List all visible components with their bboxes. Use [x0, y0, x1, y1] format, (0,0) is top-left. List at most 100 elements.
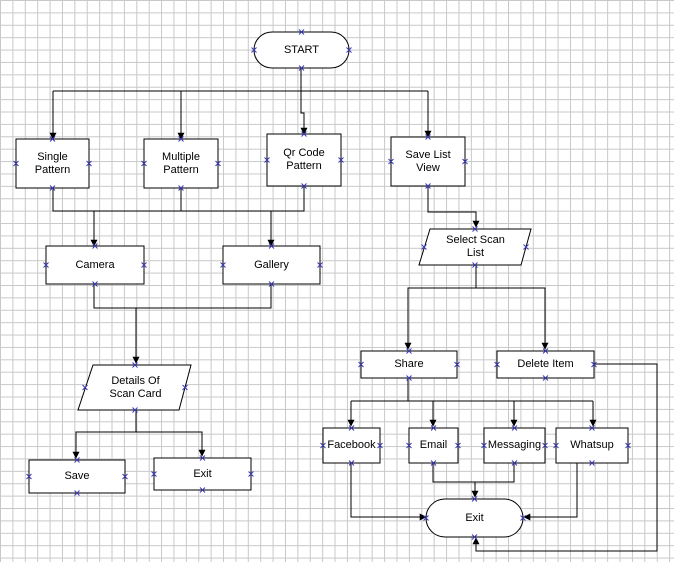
connection-point-marker — [199, 487, 206, 493]
connection-point-marker — [92, 281, 98, 287]
connector-whatsup-to-exit — [523, 463, 578, 521]
connection-point-marker — [423, 515, 429, 521]
connection-point-marker — [141, 262, 147, 268]
connection-point-marker — [406, 348, 412, 354]
connector-patterns-bus — [52, 186, 305, 212]
save-box — [28, 459, 126, 494]
start-terminator — [253, 31, 350, 69]
connection-point-marker — [301, 183, 307, 189]
connection-point-marker — [472, 262, 478, 268]
connection-point-marker — [589, 460, 595, 466]
connection-point-marker — [298, 29, 305, 35]
connection-point-marker — [462, 158, 468, 165]
save-list-view-box — [390, 136, 466, 187]
connection-point-marker — [320, 442, 326, 449]
connection-point-marker — [472, 226, 478, 232]
connection-point-markers — [13, 29, 631, 540]
connection-point-marker — [301, 131, 307, 137]
exit-box-left — [153, 457, 252, 491]
connection-point-marker — [26, 473, 32, 480]
connection-point-marker — [268, 243, 275, 249]
connection-point-marker — [625, 442, 631, 449]
connection-point-marker — [455, 442, 461, 449]
connection-point-marker — [132, 407, 138, 413]
connection-point-marker — [542, 375, 549, 381]
connection-point-marker — [338, 157, 344, 163]
connection-point-marker — [74, 457, 80, 463]
connection-point-marker — [591, 361, 597, 368]
connection-point-marker — [317, 262, 323, 268]
connection-point-marker — [248, 471, 254, 477]
connection-point-marker — [406, 442, 412, 449]
connector-select-split — [407, 265, 546, 348]
connection-point-marker — [520, 515, 526, 521]
connection-point-marker — [589, 425, 595, 431]
connection-point-marker — [215, 160, 221, 167]
connection-point-marker — [132, 362, 138, 368]
connection-point-marker — [82, 384, 88, 391]
connection-point-marker — [348, 460, 355, 466]
connection-point-marker — [425, 183, 431, 189]
delete-item-box — [496, 350, 595, 379]
connection-point-marker — [151, 471, 157, 477]
share-box — [360, 350, 458, 379]
connector-to-qr-code-pattern — [300, 91, 308, 135]
connector-details-split — [75, 410, 202, 458]
connectors — [49, 68, 658, 552]
connection-point-marker — [406, 375, 412, 381]
connection-point-marker — [220, 262, 226, 268]
connection-point-marker — [358, 361, 364, 368]
connection-point-marker — [178, 136, 184, 142]
connection-point-marker — [346, 47, 352, 53]
details-of-scan-card-parallelogram — [77, 364, 192, 411]
camera-box — [45, 245, 145, 285]
connection-point-marker — [471, 496, 478, 502]
multiple-pattern-box — [143, 138, 219, 189]
email-box — [408, 427, 459, 464]
connection-point-marker — [13, 160, 19, 167]
connection-point-marker — [182, 384, 188, 391]
connector-email-messaging-to-exit — [432, 463, 515, 497]
connector-save-list-to-select — [427, 186, 480, 228]
single-pattern-box — [15, 138, 90, 189]
connector-delete-item-to-exit — [472, 363, 658, 552]
messaging-box — [483, 427, 546, 464]
connection-point-marker — [511, 460, 518, 466]
connection-point-marker — [251, 47, 257, 53]
whatsup-box — [555, 427, 629, 464]
connection-point-marker — [430, 425, 437, 431]
connection-point-marker — [388, 158, 394, 165]
connector-camera-gallery-merge — [93, 284, 272, 309]
connection-point-marker — [494, 361, 500, 368]
connector-facebook-to-exit — [350, 463, 427, 521]
connection-point-marker — [92, 243, 98, 249]
connector-share-bus — [351, 378, 593, 402]
connection-point-marker — [49, 136, 56, 142]
gallery-box — [222, 245, 321, 285]
connection-point-marker — [199, 455, 206, 461]
connection-point-marker — [141, 160, 147, 167]
connection-point-marker — [430, 460, 437, 466]
connection-point-marker — [542, 442, 548, 449]
connection-point-marker — [43, 262, 49, 268]
connection-point-marker — [481, 442, 487, 449]
connection-point-marker — [553, 442, 559, 449]
connection-point-marker — [264, 157, 270, 163]
connection-point-marker — [523, 244, 529, 250]
exit-terminator-right — [425, 498, 524, 538]
connection-point-marker — [74, 490, 80, 496]
connection-point-marker — [86, 160, 92, 167]
connection-point-marker — [421, 244, 427, 250]
facebook-box — [322, 427, 381, 464]
connection-point-marker — [511, 425, 518, 431]
select-scan-list-parallelogram — [418, 228, 532, 266]
connection-point-marker — [298, 65, 305, 71]
connection-point-marker — [122, 473, 128, 480]
connection-point-marker — [377, 442, 383, 449]
connection-point-marker — [454, 361, 460, 368]
connection-point-marker — [471, 534, 478, 540]
connection-point-marker — [542, 348, 549, 354]
connection-point-marker — [348, 425, 355, 431]
connection-point-marker — [268, 281, 275, 287]
